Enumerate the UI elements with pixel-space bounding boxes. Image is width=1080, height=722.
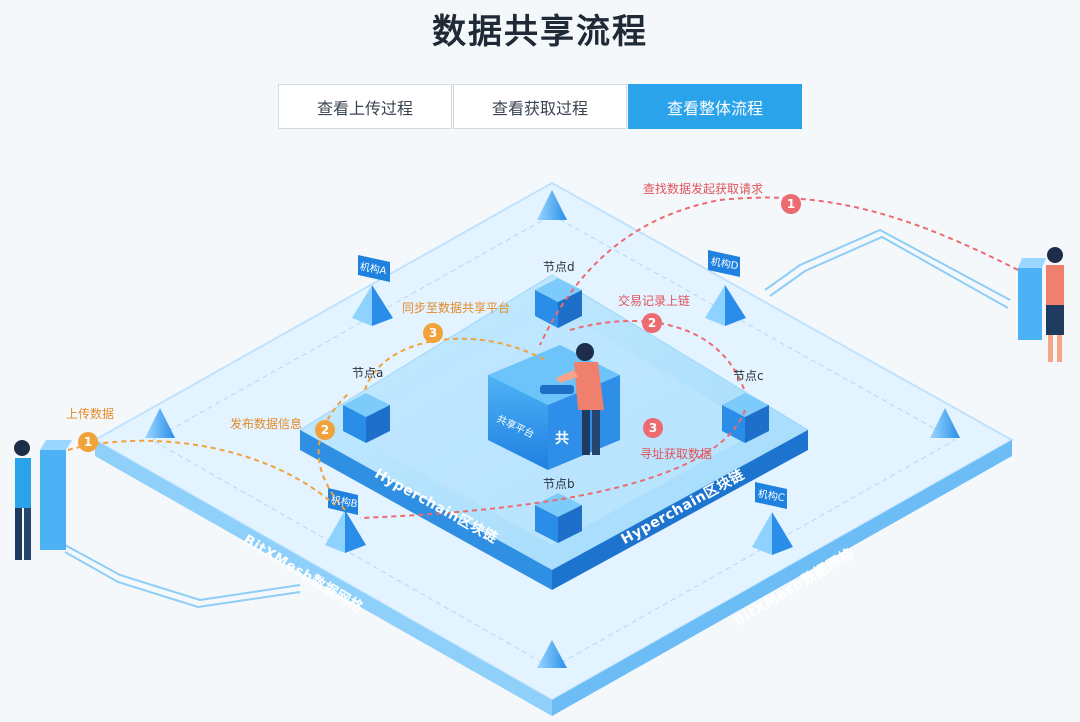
node-c-server xyxy=(722,393,769,443)
node-b-label: 节点b xyxy=(543,477,575,491)
page-title: 数据共享流程 xyxy=(432,12,648,52)
institution-c-pyramid xyxy=(752,482,793,555)
tab-fetch-process[interactable]: 查看获取过程 xyxy=(453,84,627,129)
upload-step-1-badge: 1 xyxy=(78,432,98,452)
fetch-step-2-badge: 2 xyxy=(642,313,662,333)
upload-flow-arrows xyxy=(67,337,546,511)
node-a-label: 节点a xyxy=(352,366,384,380)
upload-step-1-label: 上传数据 xyxy=(66,407,115,421)
institution-d-pyramid xyxy=(705,250,746,326)
requester-person xyxy=(1018,247,1064,362)
corner-pyramids xyxy=(145,190,960,668)
node-b-server xyxy=(535,493,582,543)
node-c-label: 节点c xyxy=(733,369,764,383)
fetch-step-1-label: 查找数据发起获取请求 xyxy=(643,182,764,196)
tab-upload-process[interactable]: 查看上传过程 xyxy=(278,84,452,129)
fetch-step-2-label: 交易记录上链 xyxy=(618,294,691,308)
node-d-server xyxy=(535,278,582,328)
tab-overall-process[interactable]: 查看整体流程 xyxy=(628,84,802,129)
fetch-flow-arrows xyxy=(359,196,1019,519)
upload-step-3-label: 同步至数据共享平台 xyxy=(402,301,511,315)
institution-b-pyramid xyxy=(325,488,366,553)
tab-bar: 查看上传过程 查看获取过程 查看整体流程 xyxy=(278,84,803,129)
fetch-step-3-badge: 3 xyxy=(643,418,663,438)
fetch-step-1-badge: 1 xyxy=(781,194,801,214)
institution-a-pyramid xyxy=(352,255,393,326)
upload-step-3-badge: 3 xyxy=(423,323,443,343)
platform-label-short: 共 xyxy=(555,431,569,447)
person-figure xyxy=(556,343,604,455)
uploader-person xyxy=(14,440,72,560)
node-d-label: 节点d xyxy=(543,260,575,274)
fetch-step-3-label: 寻址获取数据 xyxy=(640,447,713,461)
upload-step-2-label: 发布数据信息 xyxy=(230,417,303,431)
circuit-lines xyxy=(64,228,1011,609)
node-a-server xyxy=(343,393,390,443)
upload-step-2-badge: 2 xyxy=(315,420,335,440)
